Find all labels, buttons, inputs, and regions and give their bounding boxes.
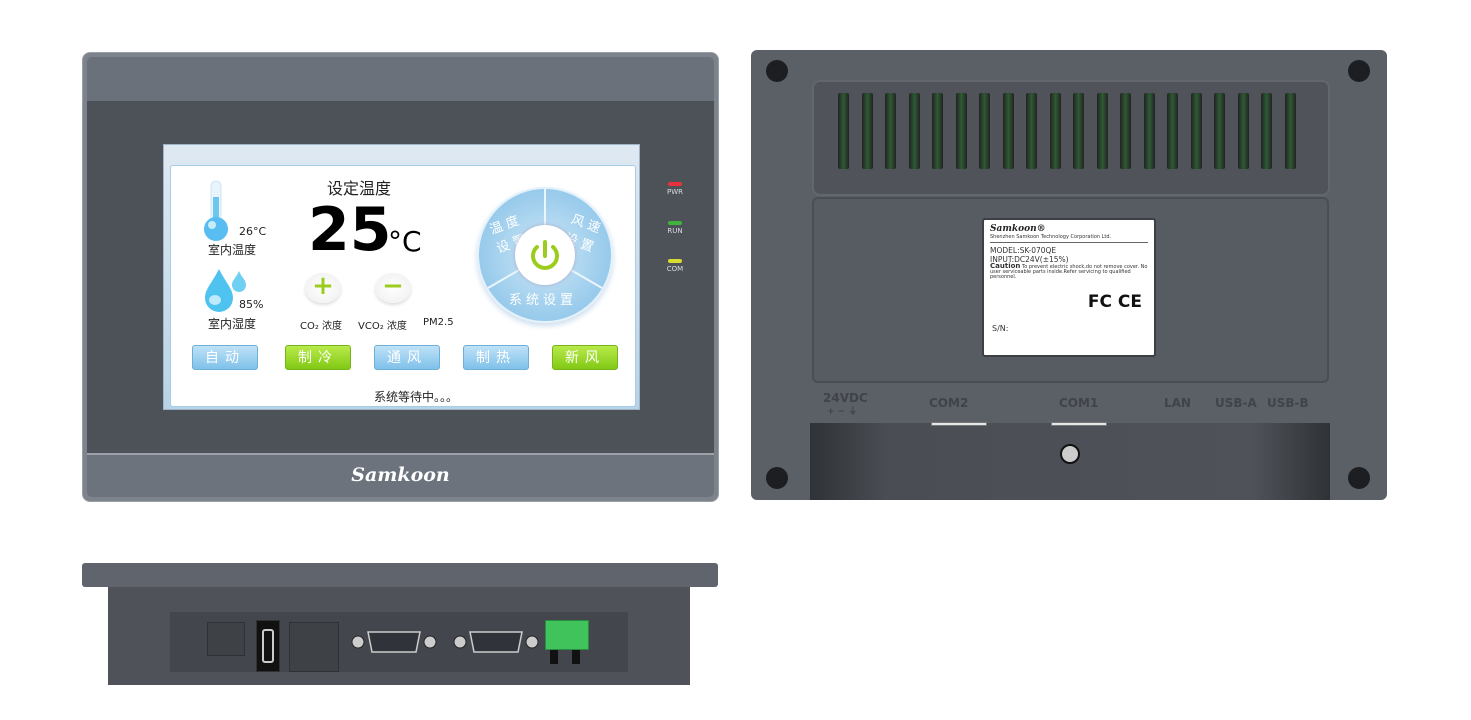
decrease-temp-button[interactable]: − [375,273,411,303]
fcc-ce-marks: FC CE [1087,292,1142,312]
vent-slot [1167,93,1178,169]
label-serial: S/N: [992,324,1009,333]
indoor-temp-value: 26°C [239,225,267,238]
com1-label: COM1 [1059,396,1099,410]
terminal-pin [550,650,558,664]
ground-screw [1060,444,1080,464]
vent-slot [838,93,849,169]
label-company: Shenzhen Samkoon Technology Corporation … [990,234,1148,243]
mount-hole [766,467,788,489]
vent-slot [1096,93,1108,169]
usb-a-label: USB-A [1215,396,1257,410]
vent-slot [1002,93,1014,169]
mode-button-4[interactable]: 新风 [552,345,618,370]
usb-b-label: USB-B [1267,396,1309,410]
product-label: Samkoon® Shenzhen Samkoon Technology Cor… [982,218,1156,357]
vent-slot [1026,93,1037,169]
settings-wheel: 温度设置 风速设置 系统设置 [477,187,613,323]
touch-screen[interactable]: 26°C 室内温度 85% 室内湿度 设定温度 25 °C + − CO₂ 浓度… [163,144,640,410]
indoor-temp-label: 室内温度 [208,243,257,257]
vent-slot [1190,93,1202,169]
usb-b-port-blank [289,622,339,672]
com1-tab [1051,422,1107,426]
side-port-recess [170,612,628,672]
label-caution-text: To prevent electric shock,do not remove … [990,264,1148,280]
com-led-label: COM [666,265,684,273]
run-led-label: RUN [667,227,683,235]
power-polarity-label: + − ⏚ [827,407,858,417]
wheel-dividers [487,189,603,289]
indoor-humidity-value: 85% [239,298,264,311]
pwr-led-label: PWR [666,188,683,196]
mode-button-3[interactable]: 制热 [463,345,529,370]
vent-slot [979,93,990,169]
samkoon-logo: Samkoon [351,464,450,486]
vent-slot [1049,93,1061,169]
com2-db9-port[interactable] [350,629,438,655]
set-temp-value: 25 [308,195,392,265]
vent-slot [1284,93,1296,169]
bezel-bottom: Samkoon [87,453,714,497]
lan-port-blank [207,622,245,656]
power-button[interactable] [515,225,575,285]
vent-slot [1143,93,1155,169]
status-text: 系统等待中。。。 [374,390,459,404]
indoor-humidity-label: 室内湿度 [208,317,257,331]
vent-slot [1237,93,1249,169]
water-drop-icon [205,269,246,312]
com1-db9-port[interactable] [452,629,540,655]
side-view-bezel [82,563,718,587]
label-caution-title: Caution [990,262,1021,270]
label-brand: Samkoon® [990,224,1046,234]
pm25-label: PM2.5 [423,317,454,328]
ventilation-grille [812,80,1330,196]
vent-slot [1073,93,1084,169]
vent-slot [885,93,896,169]
set-temp-title: 设定温度 [327,179,392,198]
mode-button-0[interactable]: 自动 [192,345,258,370]
vent-slot [1214,93,1225,169]
vco2-label: VCO₂ 浓度 [358,321,407,332]
co2-label: CO₂ 浓度 [300,321,343,332]
terminal-pin [572,650,580,664]
power-terminal-block[interactable] [545,620,589,650]
vent-slot [908,93,920,169]
lan-label: LAN [1164,396,1191,410]
vent-slot [1120,93,1131,169]
com-led [668,259,682,263]
hmi-rear-panel: Samkoon® Shenzhen Samkoon Technology Cor… [751,50,1387,500]
power-icon [531,240,559,270]
set-temp-unit: °C [388,225,422,258]
run-led [668,221,682,225]
vent-slot [955,93,967,169]
pwr-led [668,182,682,186]
vent-slot [932,93,943,169]
wheel-system-setting[interactable]: 系统设置 [509,293,578,308]
increase-temp-button[interactable]: + [305,273,341,303]
vent-slot [861,93,873,169]
mount-hole [1348,60,1370,82]
com2-label: COM2 [929,396,969,410]
mount-hole [1348,467,1370,489]
mode-button-1[interactable]: 制冷 [285,345,351,370]
label-input: INPUT:DC24V(±15%) [990,255,1069,264]
usb-port[interactable] [256,620,280,672]
mount-hole [766,60,788,82]
power-port-label: 24VDC [823,391,868,405]
label-model: MODEL:SK-070QE [990,246,1057,255]
com2-tab [931,422,987,426]
vent-slot [1261,93,1272,169]
thermometer-icon [204,180,228,241]
bezel-top [87,57,714,101]
mode-button-2[interactable]: 通风 [374,345,440,370]
